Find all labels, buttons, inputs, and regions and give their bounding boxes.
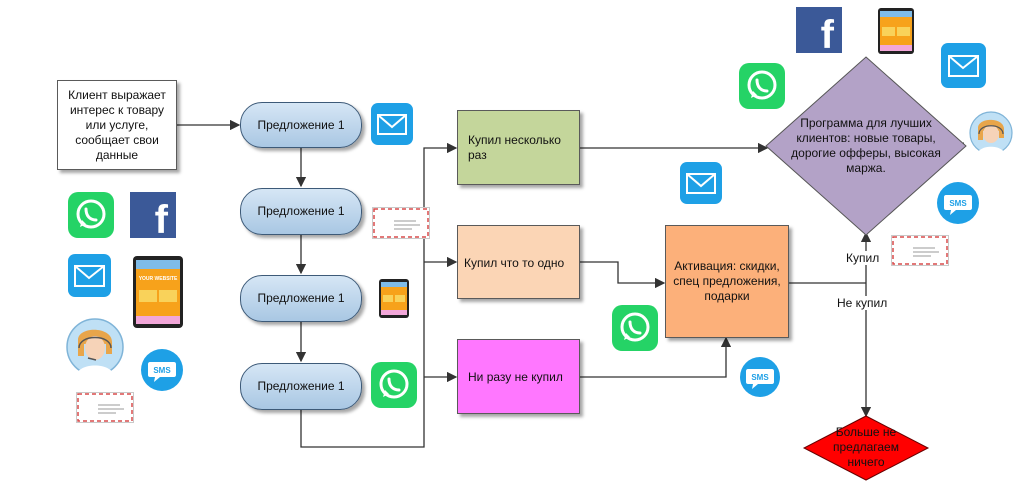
offer-3-label: Предложение 1 [257,291,345,305]
postal-letter-icon [372,207,430,239]
never-bought-box: Ни разу не купил [457,339,580,414]
mail-icon [68,254,111,297]
whatsapp-icon [739,63,785,109]
whatsapp-icon [612,305,658,351]
bought-once-box: Купил что то одно [457,225,580,299]
offer-2-node: Предложение 1 [240,188,362,235]
sms-label: SMS [751,373,769,382]
support-operator-avatar-icon [66,318,124,376]
client-interest-box: Клиент выражает интерес к товару или усл… [57,80,177,170]
client-interest-text: Клиент выражает интерес к товару или усл… [68,87,166,162]
tablet-website-icon: YOUR WEBSITE [133,256,183,328]
no-more-offers-node: Больше не предлагаем ничего [822,418,910,476]
sms-icon: SMS [937,182,979,224]
offer-1-node: Предложение 1 [240,102,362,148]
facebook-icon: f [130,192,176,238]
sms-label: SMS [949,199,967,208]
whatsapp-icon [68,192,114,238]
bought-several-box: Купил несколько раз [457,110,580,185]
offer-4-node: Предложение 1 [240,363,362,410]
bought-once-text: Купил что то одно [464,256,565,270]
facebook-icon: f [796,7,842,53]
edge-label-bought: Купил [844,251,882,265]
offer-1-label: Предложение 1 [257,117,345,132]
sms-label: SMS [153,366,171,375]
offer-4-label: Предложение 1 [257,379,345,393]
bought-several-text: Купил несколько раз [468,133,561,162]
no-more-offers-text: Больше не предлагаем ничего [833,424,899,469]
website-label: YOUR WEBSITE [138,276,178,282]
offer-2-label: Предложение 1 [257,204,345,218]
best-clients-program-node: Программа для лучших клиентов: новые тов… [787,108,945,184]
offer-3-node: Предложение 1 [240,275,362,322]
mail-icon [941,43,986,88]
tablet-website-icon [878,8,914,54]
never-bought-text: Ни разу не купил [468,370,563,384]
edge-label-not-bought: Не купил [835,296,890,310]
postal-letter-icon [891,235,949,266]
activation-box: Активация: скидки, спец предложения, под… [665,225,789,338]
support-operator-avatar-icon [969,111,1013,155]
best-clients-diamond-shape [765,56,967,236]
best-clients-program-text: Программа для лучших клиентов: новые тов… [791,116,941,175]
no-more-offers-diamond-shape [802,415,930,481]
facebook-glyph: f [154,198,168,238]
facebook-glyph: f [820,13,834,53]
tablet-website-icon [379,279,409,318]
activation-text: Активация: скидки, спец предложения, под… [673,259,781,303]
sms-icon: SMS [740,357,780,397]
mail-icon [680,162,722,204]
mail-icon [371,103,413,145]
sms-icon: SMS [141,349,183,391]
whatsapp-icon [371,362,417,408]
postal-letter-icon [76,392,134,423]
